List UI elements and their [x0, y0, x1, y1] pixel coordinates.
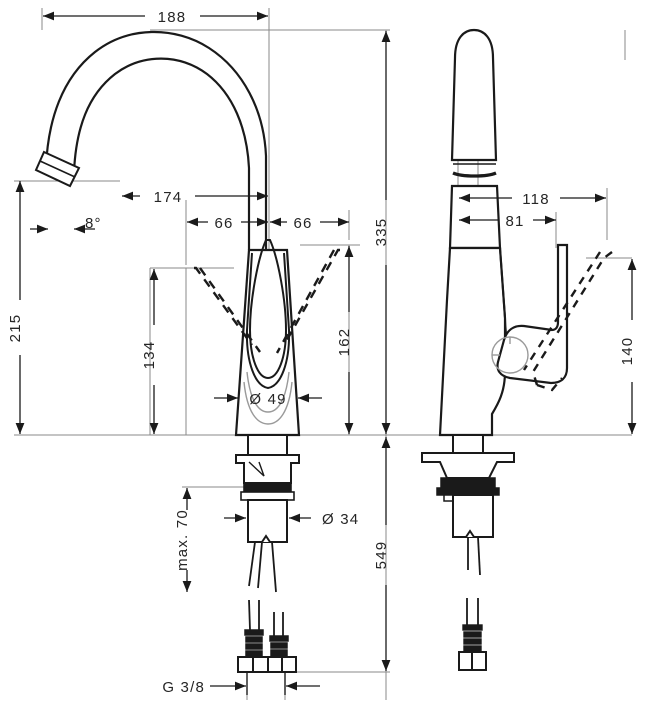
dim-label-140: 140: [619, 337, 636, 366]
side-view-handle-pivot: [491, 336, 529, 374]
spout-outlet: [34, 150, 81, 188]
side-view-handle-dashed: [522, 251, 613, 392]
dim-label-d34: Ø 34: [322, 511, 359, 528]
dim-label-174: 174: [154, 189, 183, 206]
dim-label-max70: max. 70: [174, 509, 191, 571]
dim-label-335: 335: [373, 218, 390, 247]
side-view-handle: [496, 243, 569, 385]
dim-label-549: 549: [373, 541, 390, 570]
side-view-spout: [450, 28, 498, 162]
side-view-hoses: [467, 536, 481, 576]
dim-label-215: 215: [7, 314, 24, 343]
dim-label-8deg: 8°: [85, 215, 102, 232]
front-view-base-curve: [243, 371, 293, 425]
dim-label-66-right: 66: [293, 215, 312, 232]
handle-swing-dashed-front: [194, 248, 340, 354]
side-view-connector-block: [458, 651, 487, 671]
front-view-connector-block: [237, 656, 297, 673]
dim-label-d49: Ø 49: [249, 391, 286, 408]
front-view-escutcheon-detail: [248, 461, 265, 477]
front-view-shank: [247, 499, 288, 543]
side-view-body: [438, 184, 507, 437]
dimension-lines: [15, 11, 637, 691]
front-view-nut-stack: [243, 482, 292, 493]
side-view-hose-tails: [466, 598, 479, 625]
side-view-nut-stack: [436, 477, 500, 496]
dim-label-g38: G 3/8: [162, 679, 205, 696]
dim-label-66-left: 66: [214, 215, 233, 232]
side-view-spout-rings: [452, 163, 497, 187]
dim-label-134: 134: [141, 341, 158, 370]
side-view-mounting: [421, 434, 515, 479]
side-view-shank: [452, 494, 494, 538]
front-view-body-inner: [245, 239, 291, 390]
front-view-mounting: [235, 434, 300, 484]
dim-label-188: 188: [158, 9, 187, 26]
front-view-hoses: [248, 541, 277, 593]
front-view-connector-tails: [246, 672, 286, 695]
dim-label-118: 118: [522, 191, 550, 208]
dim-label-162: 162: [336, 328, 353, 357]
front-view-hose-tails: [248, 599, 284, 636]
side-view-connector-fittings: [462, 624, 483, 653]
front-view-spout: [44, 30, 268, 250]
front-view-connector-fittings: [244, 629, 289, 658]
dimension-texts: 188 174 8° 66 66 215 335 134 162 Ø 49 Ø …: [7, 9, 636, 696]
dim-label-81: 81: [505, 213, 524, 230]
